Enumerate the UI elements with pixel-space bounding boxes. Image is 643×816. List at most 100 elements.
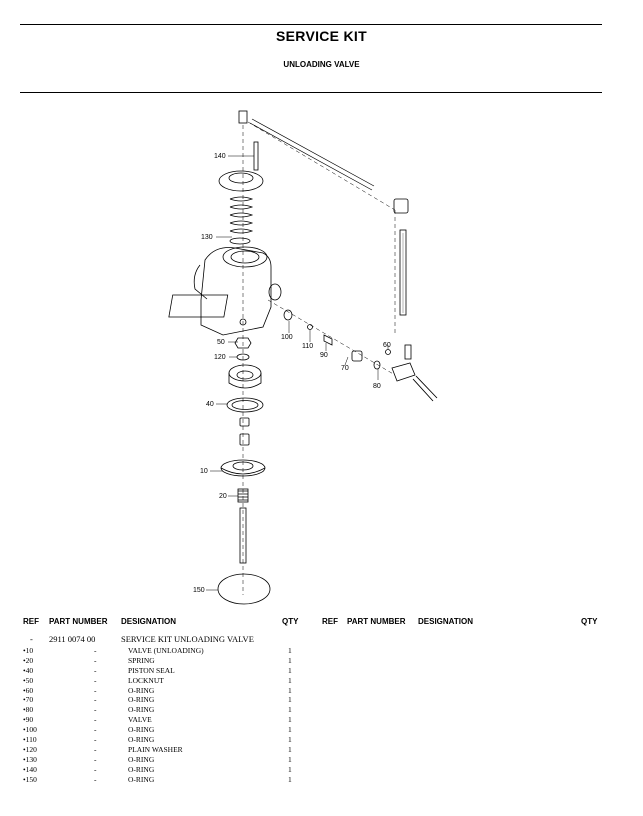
- row-qty: 1: [288, 744, 292, 754]
- row-ref: •70: [23, 695, 34, 705]
- header-bottom-rule: [20, 92, 602, 93]
- row-qty: 1: [288, 735, 292, 745]
- table-row: •50 - LOCKNUT 1: [0, 676, 320, 686]
- row-part-number: -: [94, 685, 97, 695]
- spring-130: [229, 196, 254, 234]
- row-designation: SERVICE KIT UNLOADING VALVE: [121, 634, 254, 644]
- row-ref: •50: [23, 675, 34, 685]
- row-part-number: -: [94, 675, 97, 685]
- row-part-number: -: [94, 744, 97, 754]
- row-ref: •150: [23, 774, 37, 784]
- table-row: •110 - O-RING 1: [0, 735, 320, 745]
- table-row: •60 - O-RING 1: [0, 686, 320, 696]
- row-designation: PLAIN WASHER: [128, 744, 183, 754]
- callout-100: 100: [281, 334, 293, 341]
- row-part-number: -: [94, 665, 97, 675]
- header-designation-right: DESIGNATION: [418, 617, 473, 626]
- callout-140: 140: [214, 153, 226, 160]
- o-ring-80: [373, 360, 381, 370]
- row-designation: SPRING: [128, 655, 155, 665]
- row-part-number: -: [94, 774, 97, 784]
- header-qty-right: QTY: [581, 617, 598, 626]
- row-ref: •10: [23, 646, 34, 655]
- row-qty: 1: [288, 715, 292, 725]
- row-qty: 1: [288, 764, 292, 774]
- row-designation: O-RING: [128, 735, 155, 745]
- page-subtitle: UNLOADING VALVE: [283, 60, 360, 69]
- row-designation: O-RING: [128, 764, 155, 774]
- callout-60: 60: [383, 342, 391, 349]
- row-part-number: -: [94, 646, 97, 655]
- header-qty-left: QTY: [282, 617, 299, 626]
- top-rule: [20, 24, 602, 25]
- callout-150: 150: [193, 587, 205, 594]
- header-part-number-right: PART NUMBER: [347, 617, 406, 626]
- row-designation: O-RING: [128, 685, 155, 695]
- row-part-number: -: [94, 754, 97, 764]
- callout-110: 110: [302, 343, 313, 350]
- row-qty: 1: [288, 705, 292, 715]
- o-ring-150: [217, 573, 271, 605]
- callout-80: 80: [373, 383, 381, 390]
- row-qty: 1: [288, 655, 292, 665]
- row-qty: 1: [288, 695, 292, 705]
- row-ref: •130: [23, 754, 37, 764]
- valve-body: [200, 247, 272, 336]
- vertical-tube: [399, 229, 407, 316]
- header-designation-left: DESIGNATION: [121, 617, 176, 626]
- row-ref: •20: [23, 655, 34, 665]
- row-part-number: -: [94, 695, 97, 705]
- row-ref: •80: [23, 705, 34, 715]
- row-qty: 1: [288, 725, 292, 735]
- row-designation: VALVE: [128, 715, 152, 725]
- table-row: •40 - PISTON SEAL 1: [0, 666, 320, 676]
- o-ring-110: [307, 324, 313, 330]
- row-part-number: -: [94, 725, 97, 735]
- callout-70: 70: [341, 365, 349, 372]
- table-row: •120 - PLAIN WASHER 1: [0, 745, 320, 755]
- elbow-fitting: [393, 198, 409, 214]
- row-designation: PISTON SEAL: [128, 665, 175, 675]
- top-cover: [218, 170, 264, 192]
- callout-50: 50: [217, 339, 225, 346]
- piston-seal-40: [226, 397, 264, 413]
- callout-90: 90: [320, 352, 328, 359]
- fitting-70: [351, 350, 363, 362]
- table-row: •20 - SPRING 1: [0, 656, 320, 666]
- row-ref: •120: [23, 744, 37, 754]
- row-part-number: -: [94, 715, 97, 725]
- callout-120: 120: [214, 354, 226, 361]
- row-designation: O-RING: [128, 705, 155, 715]
- row-designation: O-RING: [128, 725, 155, 735]
- parts-table: - 2911 0074 00 SERVICE KIT UNLOADING VAL…: [0, 633, 320, 784]
- row-part-number: -: [94, 705, 97, 715]
- row-ref: -: [30, 634, 33, 644]
- row-designation: O-RING: [128, 695, 155, 705]
- table-row: •10 - VALVE (UNLOADING) 1: [0, 646, 320, 656]
- table-row: •100 - O-RING 1: [0, 725, 320, 735]
- row-ref: •110: [23, 735, 37, 745]
- o-ring-60: [385, 349, 391, 355]
- row-ref: •90: [23, 715, 34, 725]
- header-part-number-left: PART NUMBER: [49, 617, 108, 626]
- row-designation: O-RING: [128, 754, 155, 764]
- row-ref: •140: [23, 764, 37, 774]
- row-qty: 1: [288, 675, 292, 685]
- callout-130: 130: [201, 234, 213, 241]
- row-qty: 1: [288, 774, 292, 784]
- locknut-50: [234, 337, 252, 349]
- row-ref: •100: [23, 725, 37, 735]
- row-qty: 1: [288, 685, 292, 695]
- row-part-number: -: [94, 764, 97, 774]
- row-qty: 1: [288, 754, 292, 764]
- tee-fitting: [391, 362, 416, 382]
- row-ref: •40: [23, 665, 34, 675]
- valve-90: [323, 334, 333, 346]
- row-qty: 1: [288, 646, 292, 655]
- row-ref: •60: [23, 685, 34, 695]
- callout-20: 20: [219, 493, 227, 500]
- row-designation: LOCKNUT: [128, 675, 164, 685]
- exploded-view-diagram: 140 130 50 120 40 10 20 150 100 110 90 7…: [168, 110, 438, 605]
- table-row: •70 - O-RING 1: [0, 695, 320, 705]
- row-designation: VALVE (UNLOADING): [128, 646, 204, 655]
